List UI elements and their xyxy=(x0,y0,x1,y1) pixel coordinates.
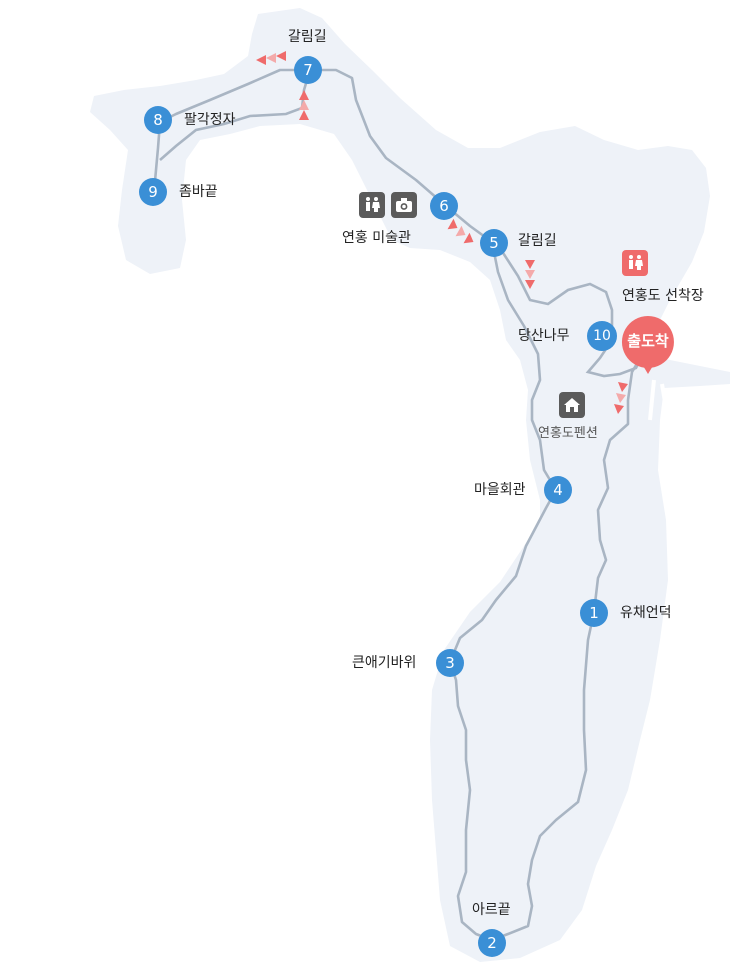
breakwater xyxy=(648,379,670,421)
restroom-icon xyxy=(622,250,648,276)
map-pin-icon xyxy=(621,316,674,374)
route-loop-pier xyxy=(494,241,646,378)
house-icon xyxy=(559,392,585,418)
spot-label-2: 아르끝 xyxy=(472,902,511,918)
spot-marker-9[interactable]: 9 xyxy=(139,178,167,206)
pier-label: 연홍도 선착장 xyxy=(622,288,704,304)
spot-marker-3[interactable]: 3 xyxy=(436,649,464,677)
spot-label-9: 좀바끝 xyxy=(179,184,218,200)
spot-marker-2[interactable]: 2 xyxy=(478,929,506,957)
spot-marker-4[interactable]: 4 xyxy=(544,476,572,504)
start-arrival-pin[interactable]: 출도착 xyxy=(620,314,676,374)
spot-label-7: 갈림길 xyxy=(288,29,327,45)
spot-marker-5[interactable]: 5 xyxy=(480,229,508,257)
island-landmass xyxy=(90,8,730,962)
camera-icon xyxy=(391,192,417,218)
spot-label-5: 갈림길 xyxy=(518,233,557,249)
spot-marker-6[interactable]: 6 xyxy=(430,192,458,220)
start-arrival-label: 출도착 xyxy=(627,332,669,350)
spot-label-10: 당산나무 xyxy=(518,328,570,344)
spot-label-1: 유채언덕 xyxy=(620,605,672,621)
spot-label-8: 팔각정자 xyxy=(184,112,236,128)
spot-label-6: 연홍 미술관 xyxy=(342,230,411,246)
spot-marker-1[interactable]: 1 xyxy=(580,599,608,627)
pension-label: 연홍도펜션 xyxy=(538,426,598,441)
spot-marker-8[interactable]: 8 xyxy=(144,106,172,134)
spot-marker-7[interactable]: 7 xyxy=(294,56,322,84)
spot-label-3: 큰애기바위 xyxy=(352,655,417,671)
restroom-icon xyxy=(359,192,385,218)
spot-label-4: 마을회관 xyxy=(474,482,526,498)
spot-marker-10[interactable]: 10 xyxy=(587,321,617,351)
direction-arrow-icon xyxy=(256,51,628,414)
